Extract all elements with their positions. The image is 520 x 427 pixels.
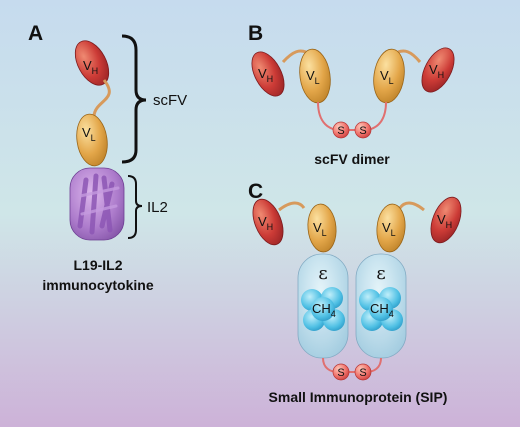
panel-c-vh-label-right: VH [437,212,452,230]
panel-c-ch4-domain-right [359,287,403,331]
panel-b-sulfur-label-left: S [337,125,344,137]
panel-b-sulfur-label-right: S [359,125,366,137]
panel-b-caption: scFV dimer [314,151,390,167]
panel-a-il2-domain [69,167,125,241]
panel-a-vh-domain [74,40,110,86]
panel-b-vh-domain-left [251,51,285,97]
panel-c-caption: Small Immunoprotein (SIP) [269,389,448,405]
panel-a-linker [92,79,111,117]
panel-c-vl-domain-right [376,203,406,253]
panel-b-vl-label-right: VL [380,68,394,86]
panel-c-linker-left [278,201,306,212]
panel-b-sulfur-left [332,121,350,139]
panel-c-ch4-domain-left [301,287,345,331]
panel-b-vh-label-right: VH [429,62,444,80]
panel-c-sulfur-right [354,363,372,381]
panel-c-label: C [248,180,263,203]
panel-a-il2-brace [127,175,143,239]
panel-a-vl-domain [76,113,108,167]
panel-a-il2-label: IL2 [147,199,168,216]
panel-a-scfv-label: scFV [153,92,187,109]
panel-c-vl-label-right: VL [382,220,396,238]
panel-a-vh-label: VH [83,58,98,76]
panel-b-vl-label-left: VL [306,68,320,86]
panel-c-epsilon-label-left: ε [318,263,327,284]
panel-b-sulfur-right [354,121,372,139]
panel-c-linker-right [398,201,425,212]
panel-c-vh-domain-right [430,196,462,244]
panel-b-linker-left [281,49,307,64]
panel-c-vl-label-left: VL [313,220,327,238]
panel-c-sulfur-label-left: S [337,367,344,379]
panel-b-linker-right [397,49,422,63]
panel-a-scfv-brace [121,34,147,164]
panel-c-vl-domain-left [307,203,337,253]
panel-a-vl-label: VL [82,125,96,143]
panel-c-sulfur-label-right: S [359,367,366,379]
panel-a-caption-line1: L19-IL2 [73,257,122,273]
panel-c-epsilon-ch4-capsule-left [297,253,349,359]
panel-b-vh-label-left: VH [258,66,273,84]
panel-c-ch4-label-right: CH4 [370,301,394,319]
panel-c-vh-domain-left [252,198,284,246]
panel-c-vh-label-left: VH [258,214,273,232]
panel-b-label: B [248,22,263,45]
panel-a-caption-line2: immunocytokine [42,277,153,293]
panel-a-label: A [28,22,43,45]
panel-c-epsilon-label-right: ε [376,263,385,284]
panel-c-ch4-label-left: CH4 [312,301,336,319]
panel-c-sulfur-left [332,363,350,381]
panel-b-vh-domain-right [421,47,455,93]
